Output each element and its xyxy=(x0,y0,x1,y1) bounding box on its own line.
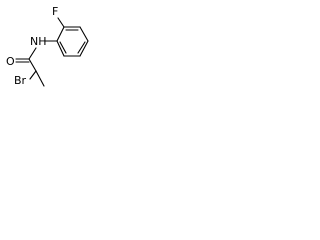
phenyl-ring xyxy=(56,26,89,57)
chemical-structure-diagram: F NH O Br xyxy=(6,5,89,87)
ring-bond-4 xyxy=(79,40,89,57)
ring-double-bond-3 xyxy=(59,41,67,54)
bromine-label: Br xyxy=(14,74,27,87)
ring-bond-3 xyxy=(79,26,89,42)
n-carbonyl-bond xyxy=(28,47,37,60)
nh-label: NH xyxy=(30,35,47,48)
fluorine-label: F xyxy=(52,5,58,18)
c-f-bond xyxy=(57,17,65,28)
oxygen-label: O xyxy=(6,55,15,68)
methyl-bond xyxy=(35,70,45,87)
c-br-bond xyxy=(29,70,37,80)
ring-double-bond-2 xyxy=(77,41,86,54)
ring-bond-6 xyxy=(56,40,65,57)
carbonyl-alpha-bond xyxy=(28,58,37,72)
ring-bond-1 xyxy=(56,26,65,42)
